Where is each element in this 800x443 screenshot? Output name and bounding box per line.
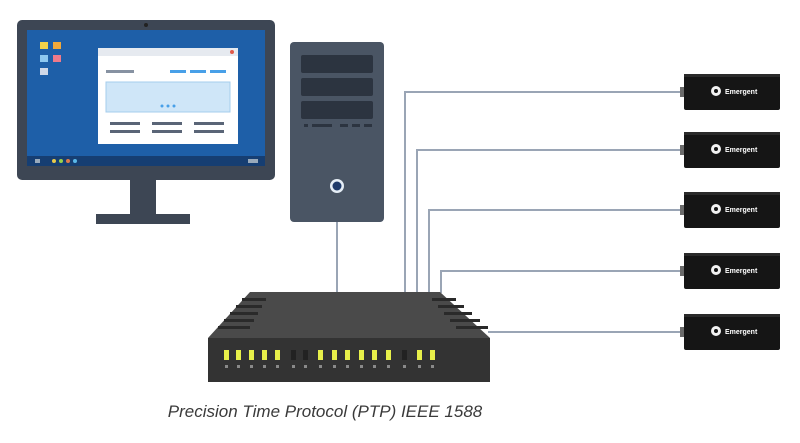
switch-port-led (332, 350, 337, 360)
network-switch-icon (208, 292, 490, 382)
computer-tower-icon (290, 42, 384, 222)
switch-port-led (303, 350, 308, 360)
diagram-caption: Precision Time Protocol (PTP) IEEE 1588 (167, 402, 483, 421)
switch-port-indicator (276, 365, 279, 368)
switch-port-indicator (250, 365, 253, 368)
switch-port-led (275, 350, 280, 360)
switch-port-led (291, 350, 296, 360)
monitor-icon (17, 20, 275, 224)
switch-port-indicator (333, 365, 336, 368)
switch-port-led (402, 350, 407, 360)
switch-port-led (224, 350, 229, 360)
network-cables (336, 91, 688, 333)
switch-port-indicator (319, 365, 322, 368)
switch-port-indicator (373, 365, 376, 368)
switch-port-led (345, 350, 350, 360)
switch-port-group (224, 350, 435, 368)
switch-port-led (249, 350, 254, 360)
switch-port-led (417, 350, 422, 360)
switch-port-led (318, 350, 323, 360)
switch-port-indicator (292, 365, 295, 368)
switch-port-indicator (225, 365, 228, 368)
switch-port-led (430, 350, 435, 360)
camera-icon: Emergent (680, 192, 780, 228)
switch-port-indicator (403, 365, 406, 368)
camera-brand-label: Emergent (725, 207, 758, 214)
switch-port-led (262, 350, 267, 360)
switch-port-indicator (360, 365, 363, 368)
switch-port-indicator (304, 365, 307, 368)
switch-port-indicator (418, 365, 421, 368)
camera-icon: Emergent (680, 74, 780, 110)
camera-icon: Emergent (680, 314, 780, 350)
switch-port-indicator (263, 365, 266, 368)
switch-port-led (236, 350, 241, 360)
camera-brand-label: Emergent (725, 329, 758, 336)
switch-port-indicator (431, 365, 434, 368)
switch-port-led (372, 350, 377, 360)
camera-icon: Emergent (680, 253, 780, 289)
switch-port-indicator (346, 365, 349, 368)
switch-port-indicator (237, 365, 240, 368)
camera-brand-label: Emergent (725, 147, 758, 154)
switch-port-led (386, 350, 391, 360)
camera-brand-label: Emergent (725, 268, 758, 275)
camera-brand-label: Emergent (725, 89, 758, 96)
switch-port-indicator (387, 365, 390, 368)
switch-port-led (359, 350, 364, 360)
camera-icon: Emergent (680, 132, 780, 168)
